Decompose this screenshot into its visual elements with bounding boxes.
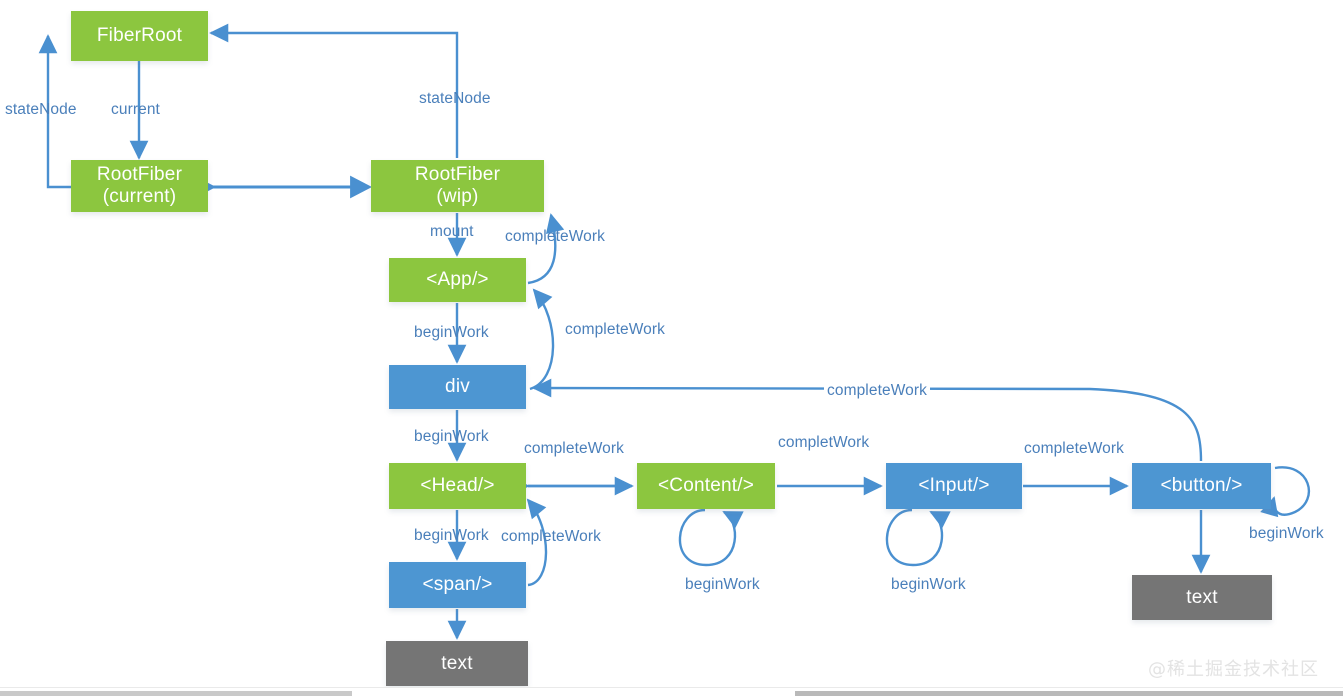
edge-label-beginwork-head: beginWork: [414, 527, 489, 544]
edge-completework-div-to-app: [529, 288, 555, 391]
node-rootfiber-current[interactable]: RootFiber (current): [71, 160, 208, 212]
edge-label-beginwork-div: beginWork: [414, 428, 489, 445]
node-fiberroot[interactable]: FiberRoot: [71, 11, 208, 61]
node-span[interactable]: <span/>: [389, 562, 526, 608]
edge-label-current: current: [111, 101, 160, 118]
node-input[interactable]: <Input/>: [886, 463, 1022, 509]
edge-label-completwork-content: completWork: [778, 434, 870, 451]
edge-selfloop-content: [678, 508, 744, 567]
horizontal-scrollbar-thumb-left[interactable]: [0, 691, 352, 696]
node-text-left[interactable]: text: [386, 641, 528, 686]
edge-label-beginwork-content: beginWork: [685, 576, 760, 593]
node-head[interactable]: <Head/>: [389, 463, 526, 509]
edge-selfloop-input: [885, 508, 951, 567]
watermark: @稀土掘金技术社区: [1148, 659, 1319, 680]
edge-label-completework-wip: completeWork: [505, 228, 605, 245]
edge-label-statenode-right: stateNode: [419, 90, 491, 107]
node-button[interactable]: <button/>: [1132, 463, 1271, 509]
edge-label-statenode-left: stateNode: [5, 101, 77, 118]
edge-label-completework-input: completeWork: [1024, 440, 1124, 457]
edge-completework-app-to-wip: [527, 213, 565, 285]
edge-selfloop-button: [1260, 466, 1311, 518]
horizontal-scrollbar-track[interactable]: [0, 687, 1343, 696]
edge-label-completework-button: completeWork: [824, 383, 930, 399]
horizontal-scrollbar-thumb-right[interactable]: [795, 691, 1343, 696]
edge-label-completework-div: completeWork: [565, 321, 665, 338]
edge-label-beginwork-button: beginWork: [1249, 525, 1324, 542]
edge-label-mount: mount: [430, 223, 474, 240]
edge-label-completework-head: completeWork: [524, 440, 624, 457]
node-content[interactable]: <Content/>: [637, 463, 775, 509]
node-div[interactable]: div: [389, 365, 526, 409]
node-app[interactable]: <App/>: [389, 258, 526, 302]
edge-label-beginwork-input: beginWork: [891, 576, 966, 593]
node-text-right[interactable]: text: [1132, 575, 1272, 620]
node-rootfiber-wip[interactable]: RootFiber (wip): [371, 160, 544, 212]
edge-label-completework-span: completeWork: [501, 528, 601, 545]
edge-label-beginwork-app: beginWork: [414, 324, 489, 341]
